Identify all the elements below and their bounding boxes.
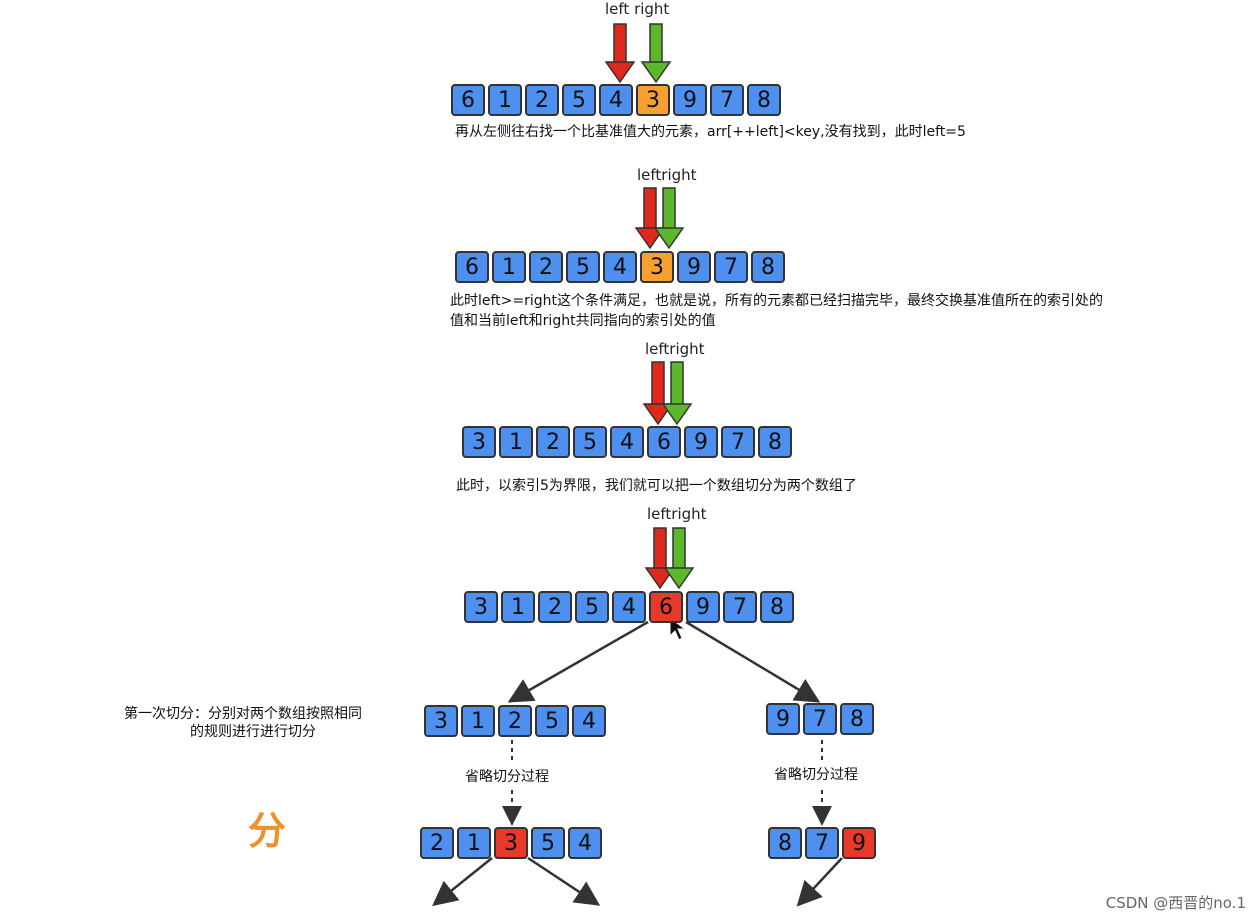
array-cell: 4	[599, 84, 633, 116]
branch-arrow	[527, 856, 601, 906]
array-cell: 7	[714, 251, 748, 283]
array-cell: 3	[424, 705, 458, 737]
omit-label-left: 省略切分过程	[465, 769, 549, 785]
array-cell: 6	[451, 84, 485, 116]
split-note: 的规则进行进行切分	[190, 724, 316, 740]
array-cell: 3	[636, 84, 670, 116]
right-pointer-arrow	[653, 187, 685, 250]
array-cell: 7	[803, 703, 837, 735]
array-cell: 8	[758, 426, 792, 458]
array-cell: 6	[647, 426, 681, 458]
left-pointer-arrow	[634, 187, 666, 250]
step-caption: 再从左侧往右找一个比基准值大的元素，arr[++left]<key,没有找到，此…	[455, 124, 966, 140]
split-left-connector	[507, 620, 649, 703]
array-cell: 5	[531, 827, 565, 859]
array-cell: 2	[536, 426, 570, 458]
array-cell: 6	[455, 251, 489, 283]
array-cell: 1	[499, 426, 533, 458]
array-cell: 4	[612, 591, 646, 623]
array-cell: 5	[575, 591, 609, 623]
array-cell: 8	[751, 251, 785, 283]
array-cell: 4	[603, 251, 637, 283]
array-cell: 5	[562, 84, 596, 116]
array-cell: 9	[842, 827, 876, 859]
array-cell: 8	[840, 703, 874, 735]
array-cell: 2	[538, 591, 572, 623]
array-cell: 1	[461, 705, 495, 737]
split-right-connector	[685, 620, 821, 703]
array-cell: 2	[420, 827, 454, 859]
branch-arrow	[432, 857, 493, 907]
array-cell: 7	[805, 827, 839, 859]
array-cell: 2	[498, 705, 532, 737]
pointer-label: left right	[605, 0, 670, 18]
array-cell: 9	[684, 426, 718, 458]
array-cell: 1	[457, 827, 491, 859]
array-cell: 3	[464, 591, 498, 623]
watermark: CSDN @西晋的no.1	[1105, 894, 1246, 912]
array-cell: 9	[673, 84, 707, 116]
array-cell: 3	[494, 827, 528, 859]
step-caption: 此时，以索引5为界限，我们就可以把一个数组切分为两个数组了	[456, 478, 857, 494]
array-cell: 2	[529, 251, 563, 283]
array-cell: 4	[568, 827, 602, 859]
right-pointer-arrow	[661, 361, 693, 426]
array-cell: 9	[677, 251, 711, 283]
array-cell: 8	[747, 84, 781, 116]
branch-arrow	[796, 857, 843, 907]
array-cell: 3	[640, 251, 674, 283]
array-cell: 7	[721, 426, 755, 458]
step-caption: 此时left>=right这个条件满足，也就是说，所有的元素都已经扫描完毕，最终…	[450, 293, 1104, 309]
omit-label-right: 省略切分过程	[774, 767, 858, 783]
left-pointer-arrow	[642, 361, 674, 426]
pointer-label: leftright	[645, 340, 705, 358]
array-cell: 1	[501, 591, 535, 623]
array-cell: 7	[710, 84, 744, 116]
array-cell: 4	[572, 705, 606, 737]
pointer-label: leftright	[647, 505, 707, 523]
right-pointer-arrow	[640, 23, 672, 84]
array-cell: 6	[649, 591, 683, 623]
array-cell: 9	[686, 591, 720, 623]
array-cell: 7	[723, 591, 757, 623]
array-cell: 5	[566, 251, 600, 283]
array-cell: 1	[492, 251, 526, 283]
pointer-label: leftright	[637, 166, 697, 184]
left-pointer-arrow	[644, 527, 676, 590]
array-cell: 8	[768, 827, 802, 859]
array-cell: 4	[610, 426, 644, 458]
left-pointer-arrow	[604, 23, 636, 84]
right-pointer-arrow	[663, 527, 695, 590]
array-cell: 5	[573, 426, 607, 458]
array-cell: 9	[766, 703, 800, 735]
mouse-cursor-icon	[669, 617, 687, 641]
array-cell: 1	[488, 84, 522, 116]
array-cell: 8	[760, 591, 794, 623]
array-cell: 5	[535, 705, 569, 737]
split-note: 第一次切分：分别对两个数组按照相同	[124, 706, 362, 722]
array-cell: 2	[525, 84, 559, 116]
array-cell: 3	[462, 426, 496, 458]
divide-character: 分	[248, 809, 287, 853]
step-caption: 值和当前left和right共同指向的索引处的值	[450, 313, 716, 329]
